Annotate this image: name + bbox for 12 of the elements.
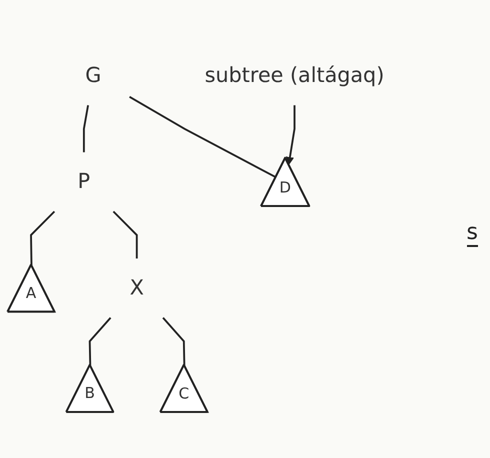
note-text: s — [466, 220, 478, 247]
connector — [162, 317, 186, 366]
connector — [88, 317, 112, 366]
connector — [30, 210, 56, 266]
connector — [82, 105, 89, 152]
node-text: subtree (altágaq) — [204, 64, 384, 88]
node-text: P — [78, 170, 90, 194]
arrow — [286, 105, 296, 165]
connector — [112, 210, 138, 259]
connector — [129, 96, 276, 178]
node-text: X — [130, 276, 144, 300]
node-text: G — [85, 64, 102, 88]
